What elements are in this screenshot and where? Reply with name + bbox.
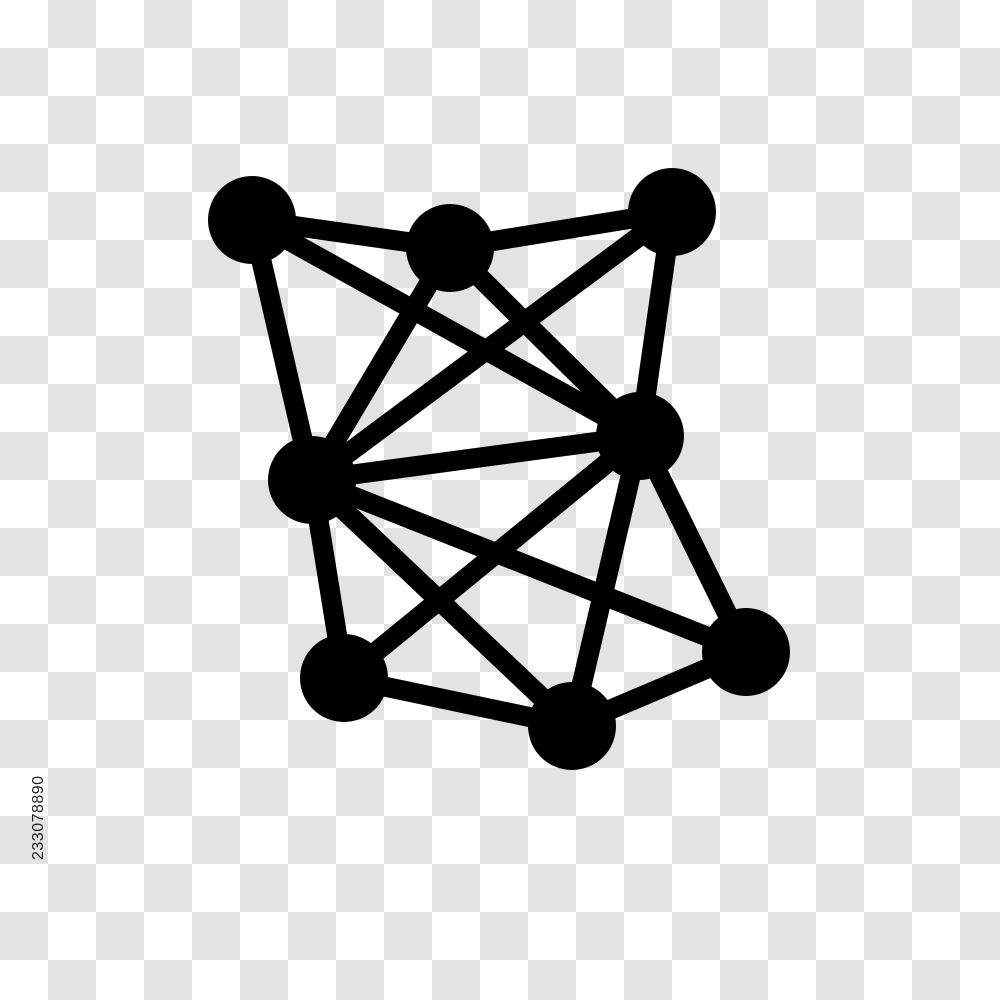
node [702,608,790,696]
node [528,682,616,770]
edge [334,426,650,688]
node [406,204,494,292]
edge [562,426,650,736]
edge [302,238,460,490]
node [596,392,684,480]
edge [302,426,650,490]
network-nodes [208,168,790,770]
node [208,176,296,264]
node [628,168,716,256]
edge [242,210,650,446]
edge [302,470,756,662]
edge [302,202,682,490]
edge [242,210,322,490]
network-edges [242,202,756,736]
stock-id-label: 233078890 [30,775,47,860]
node [300,634,388,722]
edge [440,238,650,446]
node [268,436,356,524]
